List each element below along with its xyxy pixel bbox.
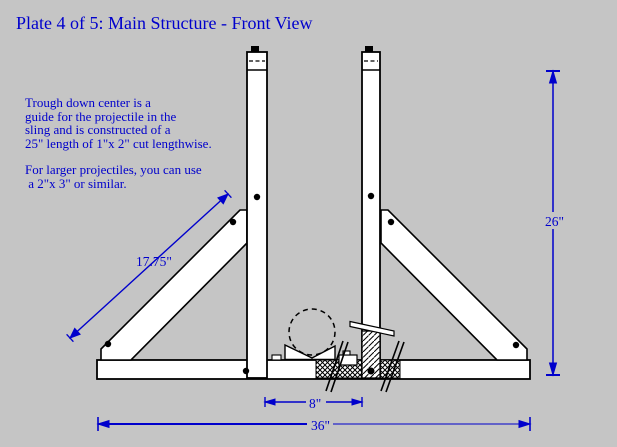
note-line: a 2"x 3" or similar. bbox=[25, 175, 127, 191]
notes-paragraph-1: Trough down center is a guide for the pr… bbox=[25, 96, 212, 150]
left-diagonal-brace bbox=[100, 209, 248, 361]
right-diagonal-brace bbox=[380, 209, 528, 361]
note-line: 25" length of 1"x 2" cut lengthwise. bbox=[25, 135, 212, 151]
bolt-heads bbox=[104, 192, 520, 375]
notes-block: Trough down center is a guide for the pr… bbox=[25, 96, 212, 204]
seat-block bbox=[338, 350, 358, 366]
bolt-right-brace-top bbox=[387, 218, 395, 226]
axle-peg bbox=[251, 46, 259, 52]
note-line: Trough down center is a bbox=[25, 95, 151, 110]
notes-paragraph-2: For larger projectiles, you can use a 2"… bbox=[25, 163, 212, 190]
dimension-brace-length: 17.75" bbox=[66, 189, 232, 343]
note-line: For larger projectiles, you can use bbox=[25, 162, 202, 178]
dim-label-brace: 17.75" bbox=[136, 254, 172, 269]
dimension-center-gap: 8" bbox=[263, 396, 364, 411]
bolt-base-center bbox=[367, 367, 375, 375]
projectile-circle-dashed bbox=[288, 308, 336, 356]
dimension-base-length: 36" bbox=[96, 417, 532, 433]
dimension-upright-height: 26" bbox=[545, 69, 564, 377]
note-line: sling and is constructed of a bbox=[25, 122, 171, 138]
note-line: guide for the projectile in the bbox=[25, 108, 177, 124]
bolt-left-brace-top bbox=[229, 218, 237, 226]
page-title: Plate 4 of 5: Main Structure - Front Vie… bbox=[16, 13, 313, 33]
bolt-left-brace-bottom bbox=[104, 340, 112, 348]
dim-label-base: 36" bbox=[311, 418, 330, 433]
hatched-arm-section bbox=[361, 330, 381, 379]
bolt-base-left bbox=[242, 367, 250, 375]
bolt-right-post bbox=[367, 192, 375, 200]
bolt-right-brace-bottom bbox=[512, 341, 520, 349]
trigger-stick bbox=[349, 320, 395, 337]
dim-label-center-gap: 8" bbox=[309, 396, 321, 411]
sling-rope-lines bbox=[325, 340, 405, 393]
trough-v-block bbox=[284, 343, 336, 361]
bolt-left-post bbox=[253, 193, 261, 201]
base-beam bbox=[96, 359, 531, 380]
trough-step bbox=[271, 354, 282, 361]
left-upright-post bbox=[246, 46, 268, 379]
axle-peg bbox=[365, 46, 373, 52]
dim-label-height: 26" bbox=[545, 214, 564, 229]
